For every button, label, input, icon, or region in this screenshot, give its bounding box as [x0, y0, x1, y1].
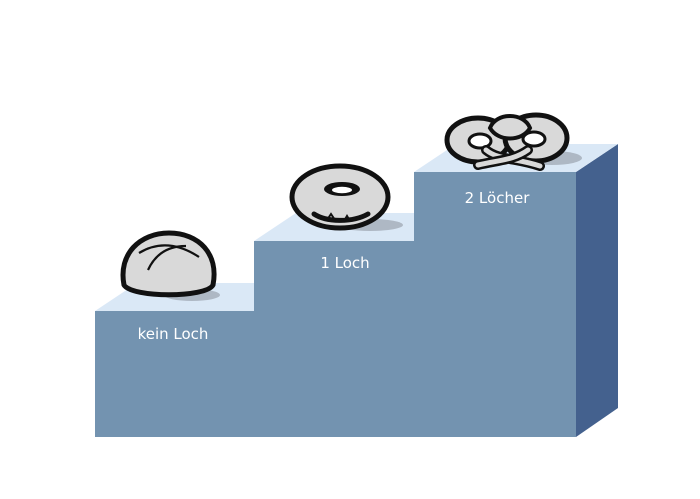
step-3-label: 2 Löcher	[465, 189, 531, 207]
bread-roll-icon	[120, 230, 217, 298]
pretzel-icon	[444, 112, 570, 171]
staircase-side-face	[576, 144, 618, 437]
staircase-front-face	[95, 172, 576, 437]
step-2-label: 1 Loch	[320, 254, 369, 272]
step-1-label: kein Loch	[138, 325, 209, 343]
donut-icon	[289, 163, 391, 231]
